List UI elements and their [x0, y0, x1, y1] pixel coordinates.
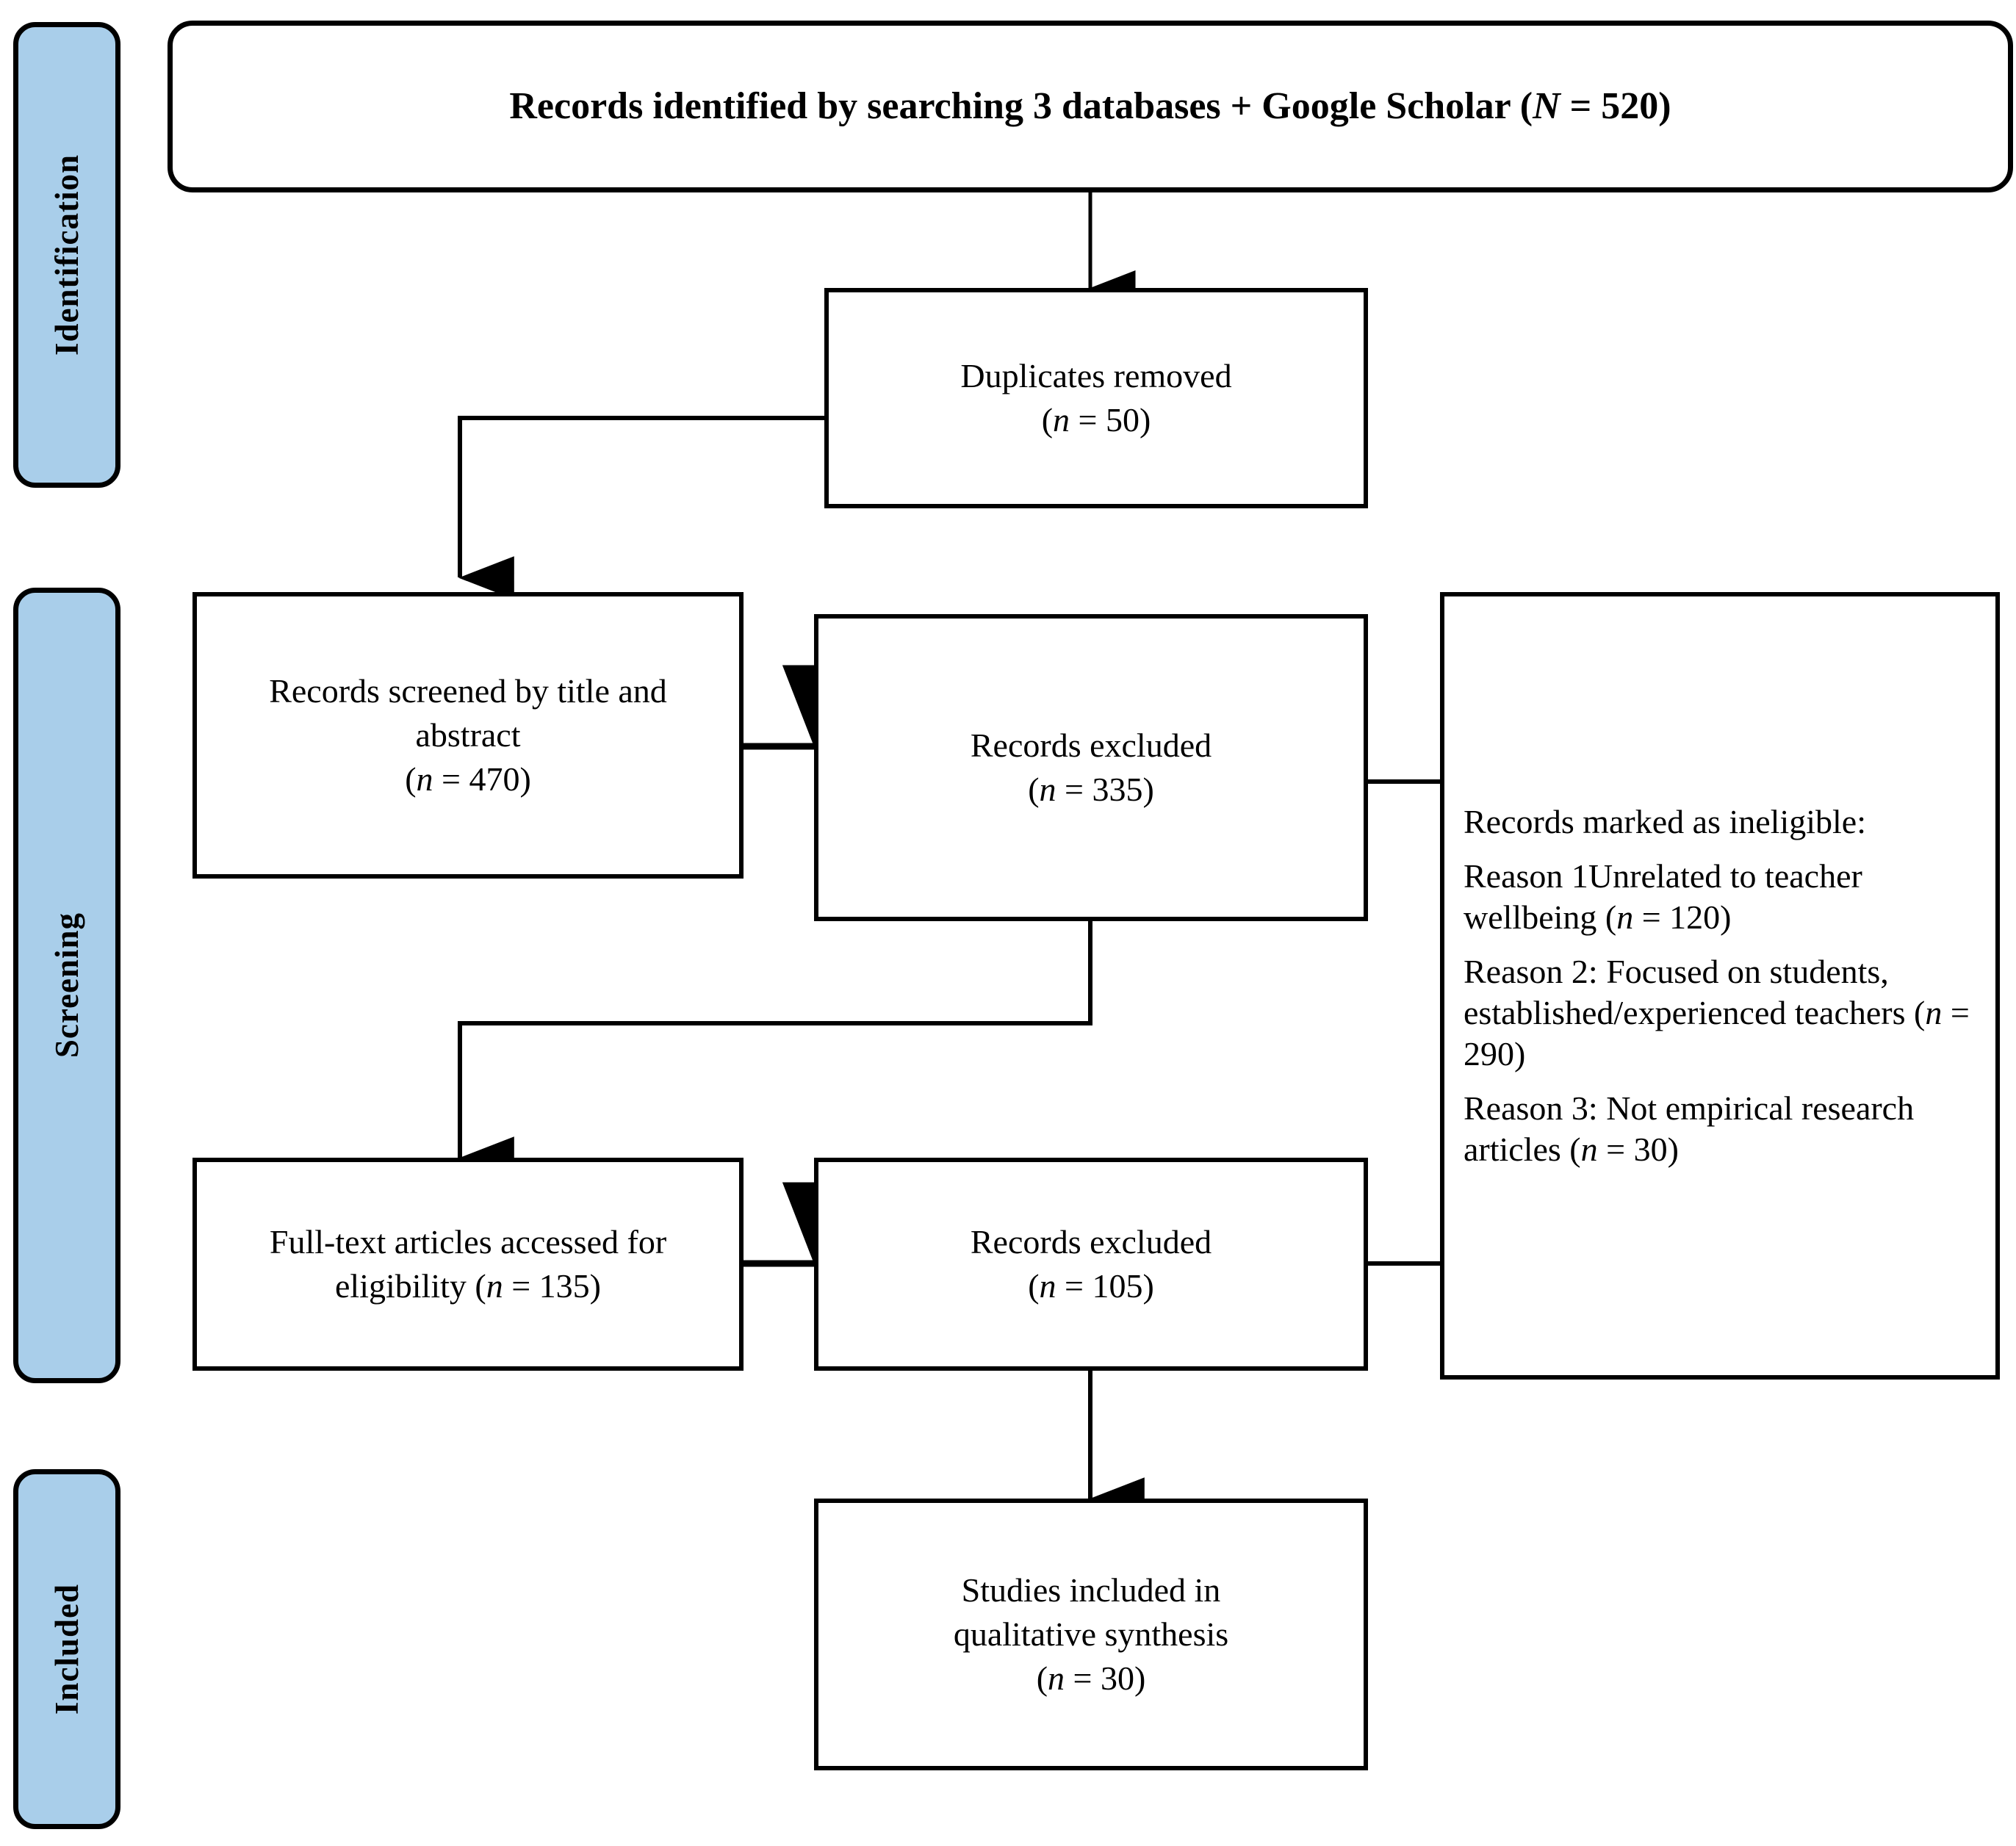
studies-included-line1: Studies included in: [961, 1571, 1221, 1609]
connector-duplicates-to-screened: [458, 416, 824, 599]
records-excluded-screening-count: (n = 335): [1028, 771, 1154, 808]
full-text-articles-line2: eligibility (n = 135): [335, 1267, 601, 1305]
duplicates-removed-line1: Duplicates removed: [960, 357, 1232, 395]
box-full-text-articles: Full-text articles accessed for eligibil…: [192, 1158, 744, 1371]
ineligible-heading: Records marked as ineligible:: [1464, 802, 1867, 840]
studies-included-text: Studies included in qualitative synthesi…: [954, 1568, 1228, 1700]
ineligible-reason-2: Reason 2: Focused on students, establish…: [1464, 952, 1970, 1073]
records-identified-text: Records identified by searching 3 databa…: [509, 85, 1671, 128]
stage-rail-screening: Screening: [13, 588, 120, 1383]
box-records-excluded-screening: Records excluded (n = 335): [814, 614, 1368, 921]
records-screened-text: Records screened by title and abstract (…: [269, 669, 667, 801]
stage-label-identification: Identification: [48, 154, 85, 356]
records-excluded-screening-text: Records excluded (n = 335): [971, 724, 1212, 812]
box-studies-included: Studies included in qualitative synthesi…: [814, 1499, 1368, 1770]
stage-label-screening: Screening: [48, 912, 85, 1059]
records-excluded-screening-line1: Records excluded: [970, 726, 1212, 765]
records-screened-line1: Records screened by title and: [269, 672, 667, 710]
studies-included-count: (n = 30): [1036, 1659, 1146, 1697]
duplicates-removed-count: (n = 50): [1041, 401, 1151, 439]
full-text-articles-line1: Full-text articles accessed for: [269, 1223, 667, 1261]
stage-rail-included: Included: [13, 1469, 120, 1829]
duplicates-removed-text: Duplicates removed (n = 50): [960, 354, 1231, 442]
box-records-identified: Records identified by searching 3 databa…: [168, 21, 2013, 192]
box-records-screened: Records screened by title and abstract (…: [192, 592, 744, 879]
ineligible-reason-1: Reason 1Unrelated to teacher wellbeing (…: [1464, 857, 1862, 936]
stage-label-included: Included: [48, 1583, 85, 1715]
records-excluded-eligibility-line1: Records excluded: [970, 1223, 1212, 1261]
box-duplicates-removed: Duplicates removed (n = 50): [824, 288, 1368, 508]
box-records-excluded-eligibility: Records excluded (n = 105): [814, 1158, 1368, 1371]
panel-records-marked-ineligible: Records marked as ineligible: Reason 1Un…: [1440, 592, 2000, 1380]
ineligible-reason-3: Reason 3: Not empirical research article…: [1464, 1089, 1915, 1169]
stage-rail-identification: Identification: [13, 22, 120, 488]
records-excluded-eligibility-text: Records excluded (n = 105): [971, 1220, 1212, 1308]
studies-included-line2: qualitative synthesis: [953, 1615, 1229, 1654]
connector-excluded-screening-to-fulltext: [458, 921, 1092, 1180]
full-text-articles-text: Full-text articles accessed for eligibil…: [270, 1220, 666, 1308]
records-screened-count: (n = 470): [405, 760, 531, 798]
records-screened-line2: abstract: [415, 716, 521, 754]
records-excluded-eligibility-count: (n = 105): [1028, 1267, 1154, 1305]
